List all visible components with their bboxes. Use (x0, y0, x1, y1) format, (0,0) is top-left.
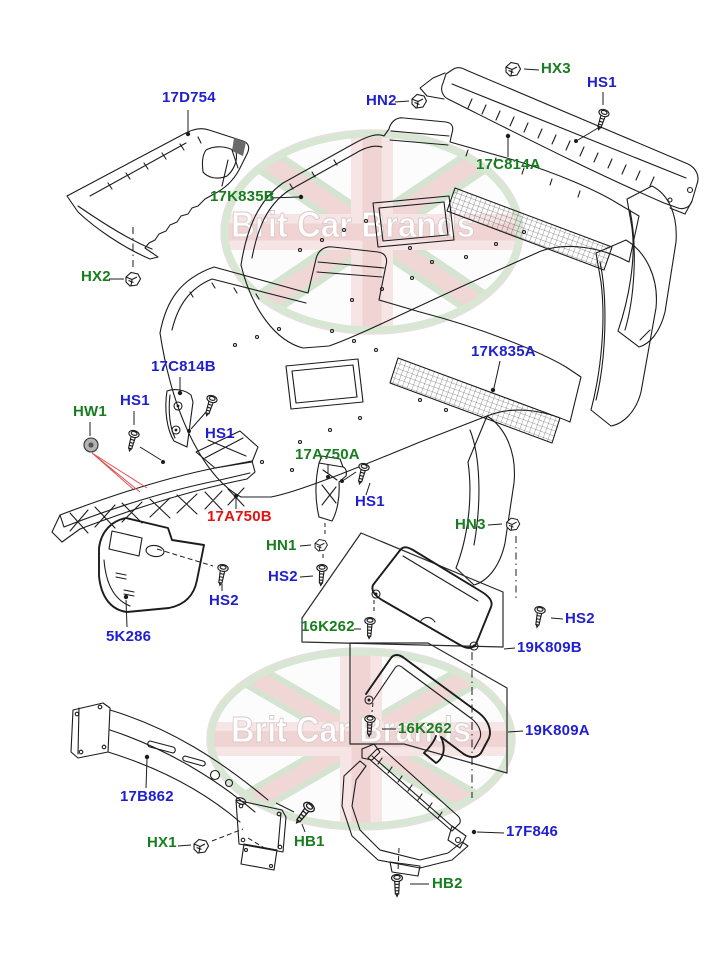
clip-icon (314, 539, 328, 552)
part-label-hn2: HN2 (366, 92, 397, 109)
part-17k835a-drawing (159, 239, 657, 586)
part-label-17f846: 17F846 (506, 823, 559, 840)
part-label-hx3: HX3 (541, 60, 571, 77)
part-label-17k835b: 17K835B (210, 188, 275, 205)
part-label-hs1-center: HS1 (205, 425, 235, 442)
part-label-17a750b: 17A750B (207, 508, 272, 525)
part-label-hs1-left: HS1 (120, 392, 150, 409)
part-label-5k286: 5K286 (106, 628, 152, 645)
clip-icon (506, 517, 521, 531)
fasteners (83, 61, 611, 897)
part-17a750a-drawing (315, 455, 347, 522)
screw-icon (315, 563, 328, 587)
part-19k809b-box (301, 532, 504, 651)
part-label-hb2: HB2 (432, 875, 463, 892)
part-label-hs2-mid: HS2 (268, 568, 298, 585)
part-label-16k262-lower: 16K262 (398, 720, 452, 737)
leader-lines (89, 68, 604, 885)
part-label-hx1: HX1 (147, 834, 177, 851)
part-label-hs1-top-right: HS1 (587, 74, 617, 91)
part-17c814a-drawing (419, 67, 699, 215)
part-17d754-drawing (66, 128, 250, 260)
screw-icon (214, 563, 230, 587)
part-label-hs2-lower-left: HS2 (209, 592, 239, 609)
part-label-hn1: HN1 (266, 537, 297, 554)
part-label-16k262-upper: 16K262 (301, 618, 355, 635)
screw-icon (353, 461, 371, 486)
part-label-hx2: HX2 (81, 268, 111, 285)
clip-icon (411, 93, 428, 109)
grommet-icon (83, 437, 99, 453)
part-label-17c814a: 17C814A (476, 156, 541, 173)
part-label-hs1-right: HS1 (355, 493, 385, 510)
screw-icon (363, 616, 376, 640)
part-label-17a750a: 17A750A (295, 446, 360, 463)
part-label-19k809b: 19K809B (517, 639, 582, 656)
part-5k286-drawing (98, 517, 205, 613)
watermark-roundel-bottom: Brit Car Brands (206, 647, 516, 831)
part-label-17d754: 17D754 (162, 89, 216, 106)
watermark-roundel-top: Brit Car Brands (220, 129, 524, 335)
clip-icon (193, 838, 210, 854)
screw-icon (123, 428, 141, 453)
part-19k809a-box (349, 642, 508, 774)
part-label-17c814b: 17C814B (151, 358, 216, 375)
part-label-19k809a: 19K809A (525, 722, 590, 739)
watermark-text-top: Brit Car Brands (231, 204, 475, 245)
part-label-hn3: HN3 (455, 516, 486, 533)
clip-icon (125, 271, 142, 287)
part-label-hw1: HW1 (73, 403, 107, 420)
part-17f846-drawing (341, 743, 469, 877)
part-label-17k835a: 17K835A (471, 343, 536, 360)
part-17c814b-drawing (165, 389, 194, 448)
part-label-hs2-right: HS2 (565, 610, 595, 627)
part-label-hb1: HB1 (294, 833, 325, 850)
part-label-17b862: 17B862 (120, 788, 174, 805)
bolt-icon (390, 873, 404, 897)
clip-icon (505, 61, 522, 77)
part-17b862-drawing (70, 702, 287, 871)
screw-icon (531, 605, 547, 629)
part-17k835b-drawing (240, 117, 677, 349)
